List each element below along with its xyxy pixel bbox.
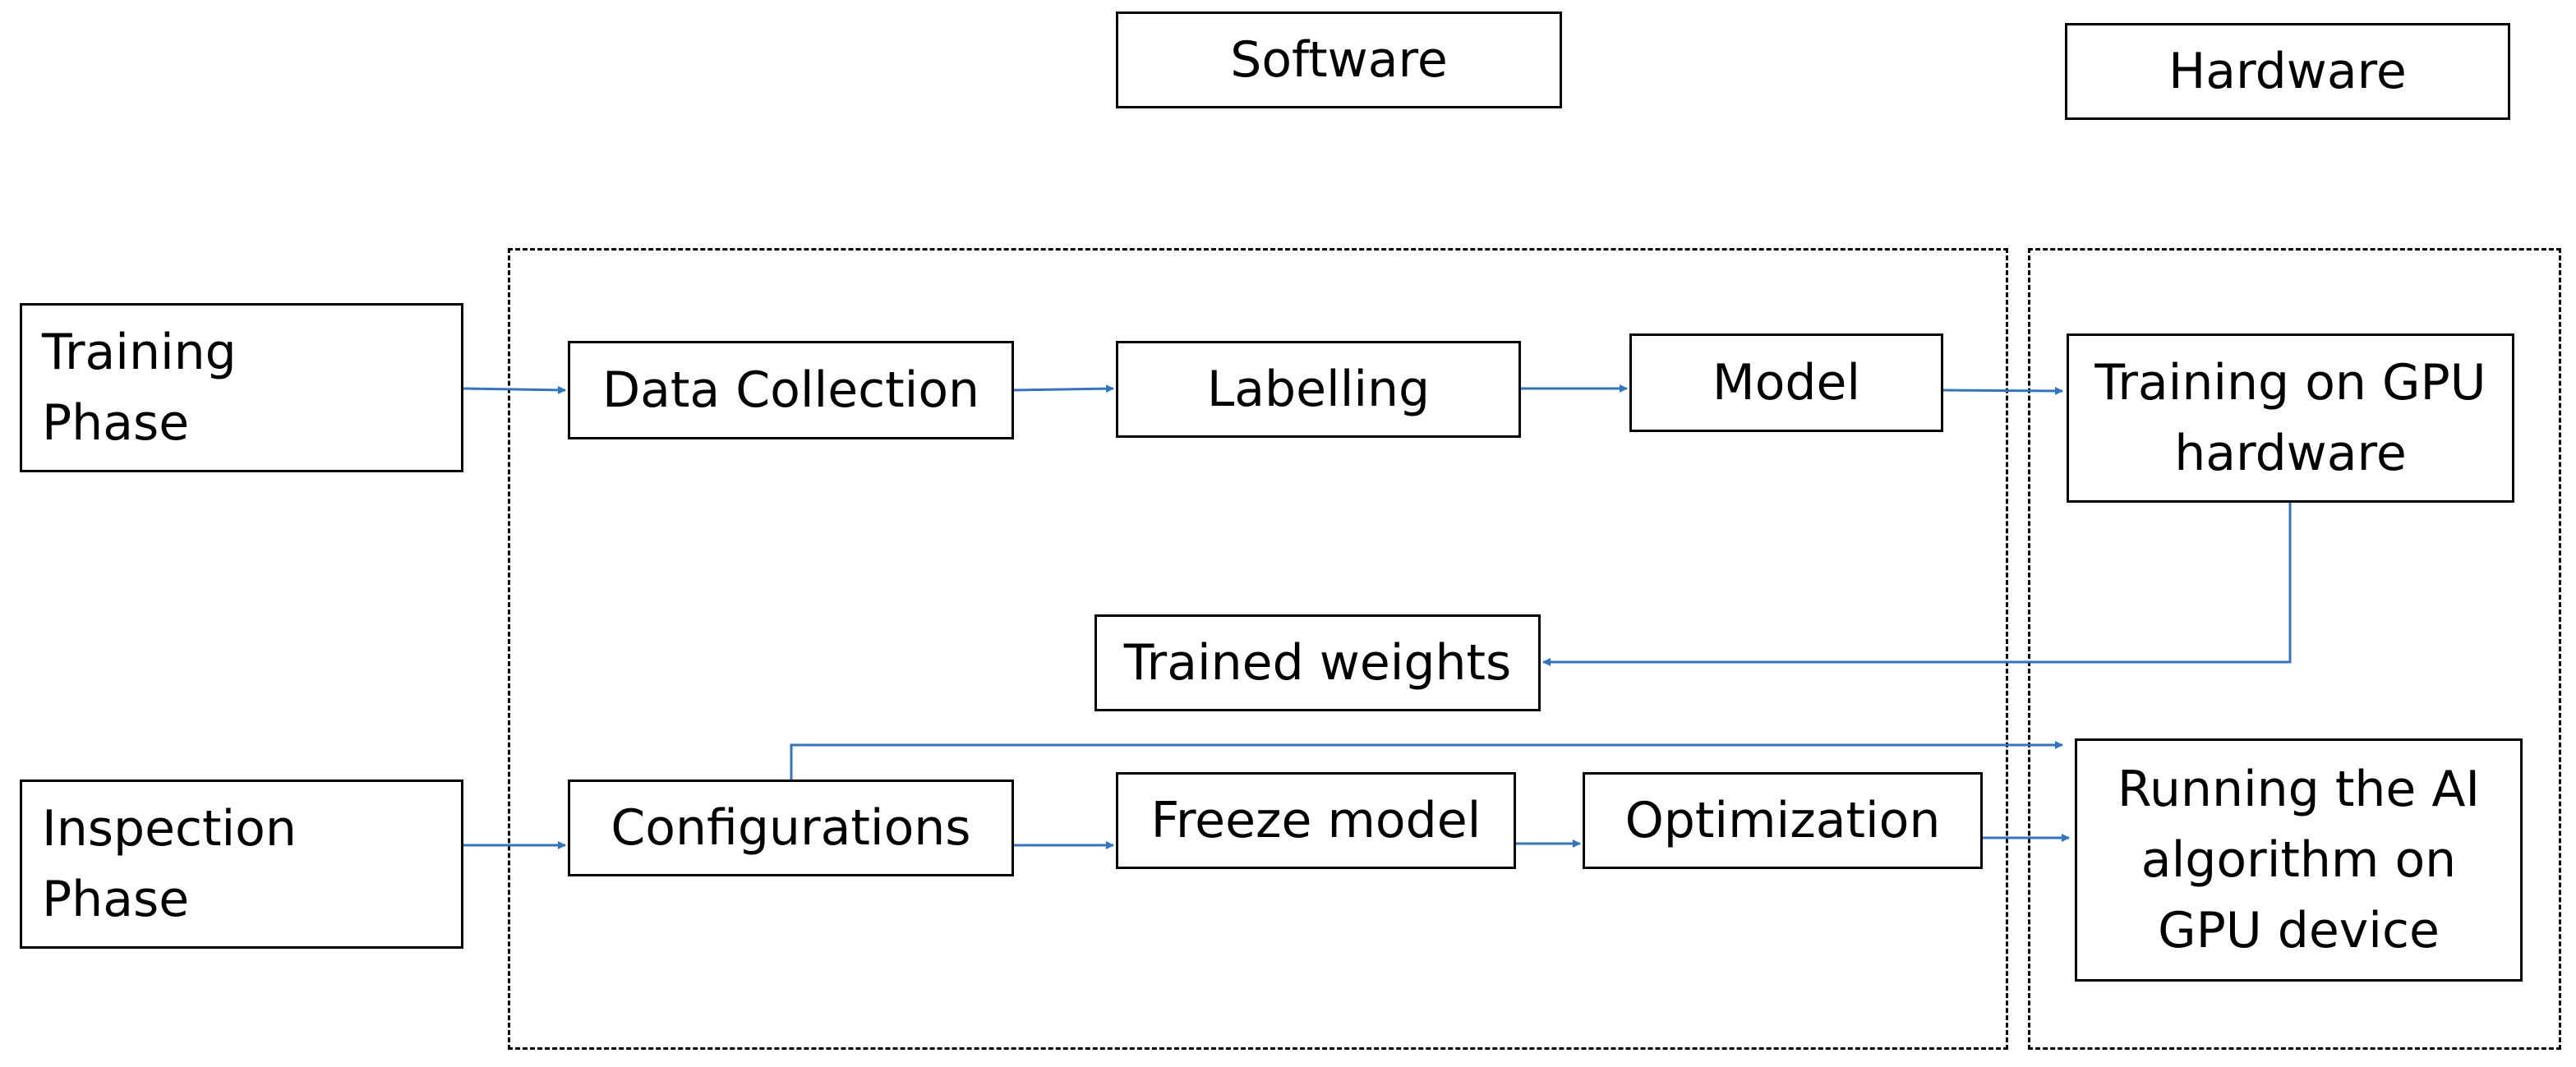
hardware-header: Hardware bbox=[2065, 23, 2510, 120]
training-phase-box: Training Phase bbox=[20, 303, 463, 472]
labelling-node: Labelling bbox=[1116, 341, 1521, 438]
arrow-data-collection-to-labelling bbox=[1013, 384, 1114, 393]
trained-weights-node: Trained weights bbox=[1094, 614, 1541, 711]
hardware-group bbox=[2028, 248, 2561, 1050]
data-collection-node: Data Collection bbox=[568, 341, 1014, 439]
configurations-node: Configurations bbox=[568, 780, 1014, 876]
model-node: Model bbox=[1629, 333, 1943, 432]
inspection-phase-box: Inspection Phase bbox=[20, 780, 463, 949]
arrow-training-to-data-collection bbox=[463, 385, 566, 394]
training-gpu-node: Training on GPU hardware bbox=[2067, 333, 2514, 503]
arrow-model-to-training-gpu bbox=[1942, 386, 2063, 395]
software-group bbox=[508, 248, 2008, 1050]
arrow-training-gpu-to-trained-weights bbox=[1542, 503, 2292, 666]
software-header: Software bbox=[1116, 11, 1562, 108]
running-ai-node: Running the AI algorithm on GPU device bbox=[2075, 738, 2523, 982]
optimization-node: Optimization bbox=[1583, 772, 1983, 869]
arrow-configurations-to-running-ai bbox=[790, 741, 2063, 780]
freeze-model-node: Freeze model bbox=[1116, 772, 1516, 869]
